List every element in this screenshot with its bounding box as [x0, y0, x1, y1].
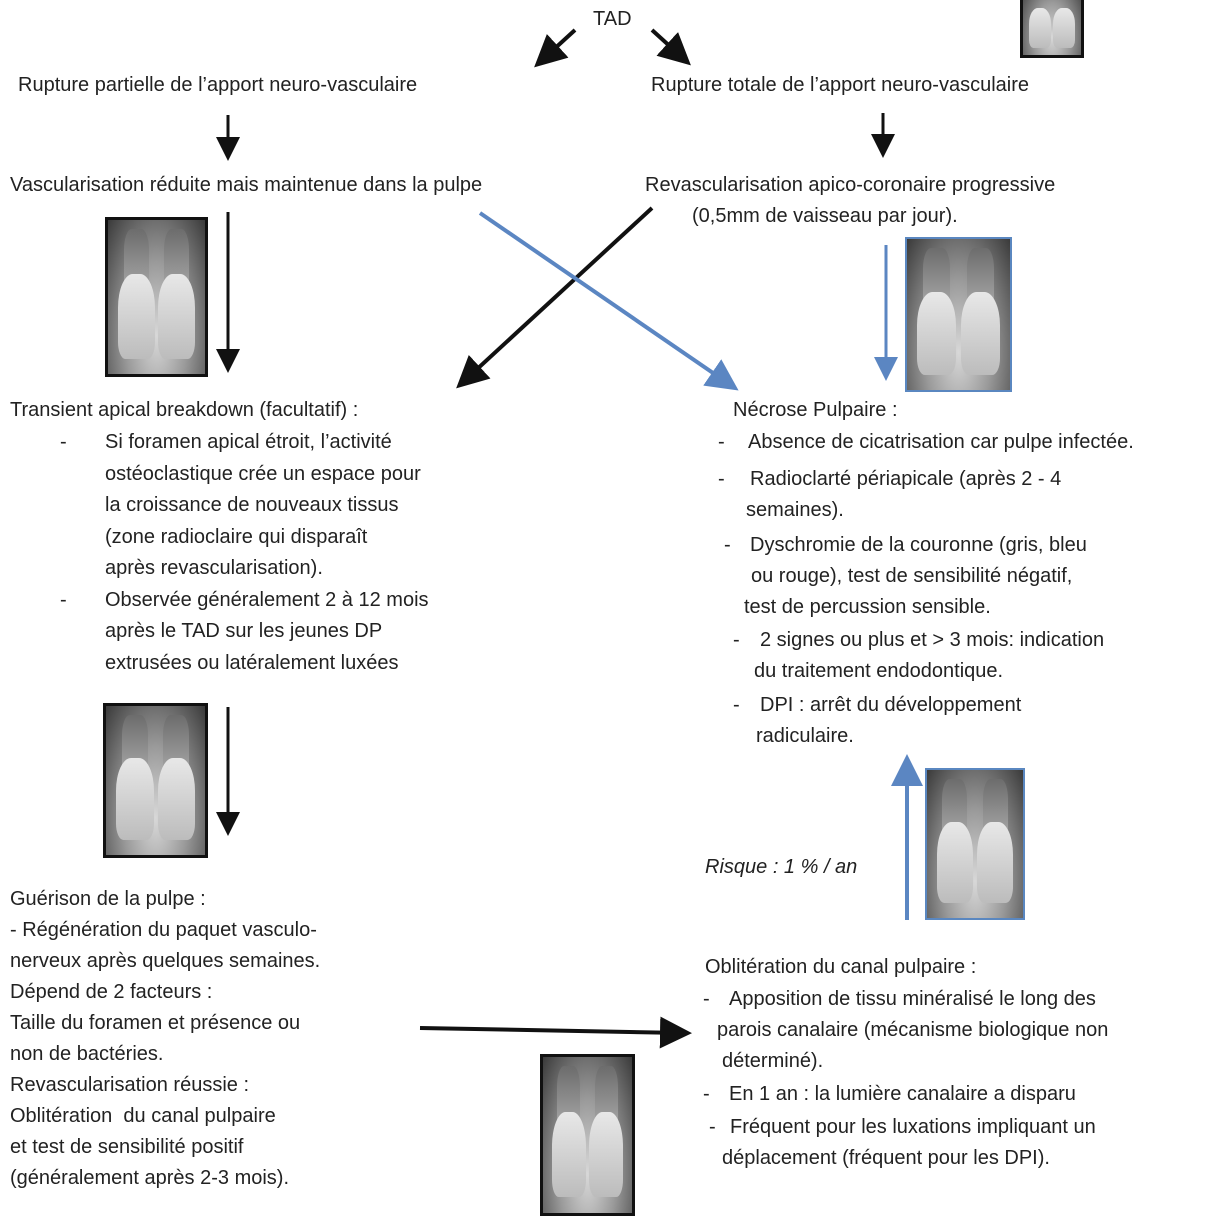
- guerison-line-8: Oblitération du canal pulpaire: [10, 1105, 276, 1127]
- necrose-dash-4: -: [733, 629, 740, 651]
- necrose-item-2-line2: semaines).: [746, 499, 844, 521]
- obliteration-item-3-line1: Fréquent pour les luxations impliquant u…: [730, 1116, 1096, 1138]
- transient-list: -Si foramen apical étroit, l’activité os…: [60, 427, 429, 679]
- guerison-line-9: et test de sensibilité positif: [10, 1136, 244, 1158]
- list-item: après le TAD sur les jeunes DP: [105, 620, 383, 642]
- necrose-item-1-line1: Absence de cicatrisation car pulpe infec…: [748, 431, 1134, 453]
- obliteration-item-1-line1: Apposition de tissu minéralisé le long d…: [729, 988, 1096, 1010]
- guerison-line-1: Guérison de la pulpe :: [10, 888, 206, 910]
- obliteration-dash-2: -: [703, 1083, 710, 1105]
- necrose-dash-1: -: [718, 431, 725, 453]
- obliteration-item-1-line3: déterminé).: [722, 1050, 824, 1072]
- list-item: extrusées ou latéralement luxées: [105, 651, 399, 674]
- necrose-dash-5: -: [733, 694, 740, 716]
- right-branch-step-line1: Revascularisation apico-coronaire progre…: [645, 174, 1056, 196]
- left-branch-step: Vascularisation réduite mais maintenue d…: [10, 174, 483, 196]
- obliteration-title: Oblitération du canal pulpaire :: [705, 956, 977, 978]
- obliteration-item-3-line2: déplacement (fréquent pour les DPI).: [722, 1147, 1050, 1169]
- xray-partial: [105, 217, 208, 377]
- arrow-cross-to-necrose: [478, 211, 739, 391]
- guerison-line-10: (généralement après 2-3 mois).: [10, 1167, 290, 1189]
- guerison-line-2: - Régénération du paquet vasculo-: [10, 919, 317, 941]
- list-item: -Si foramen apical étroit, l’activité: [60, 431, 392, 453]
- xray-total: [905, 237, 1012, 392]
- xray-necrose: [925, 768, 1025, 920]
- guerison-line-4: Dépend de 2 facteurs :: [10, 981, 213, 1003]
- arrow-tad-right: [650, 28, 691, 66]
- list-item: la croissance de nouveaux tissus: [105, 494, 399, 516]
- guerison-line-5: Taille du foramen et présence ou: [10, 1012, 301, 1034]
- xray-top-right: [1020, 0, 1084, 58]
- guerison-line-6: non de bactéries.: [10, 1043, 164, 1065]
- arrow-cross-to-transient: [456, 206, 654, 389]
- list-item: après revascularisation).: [105, 557, 323, 579]
- guerison-line-3: nerveux après quelques semaines.: [10, 950, 321, 972]
- necrose-item-3-line3: test de percussion sensible.: [744, 596, 991, 618]
- guerison-line-7: Revascularisation réussie :: [10, 1074, 249, 1096]
- necrose-title: Nécrose Pulpaire :: [733, 399, 898, 421]
- left-branch-title: Rupture partielle de l’apport neuro-vasc…: [18, 74, 418, 96]
- necrose-item-5-line1: DPI : arrêt du développement: [760, 694, 1022, 716]
- necrose-item-3-line2: ou rouge), test de sensibilité négatif,: [751, 565, 1073, 587]
- necrose-item-3-line1: Dyschromie de la couronne (gris, bleu: [750, 534, 1087, 556]
- necrose-dash-3: -: [724, 534, 731, 556]
- necrose-dash-2: -: [718, 468, 725, 490]
- list-item: (zone radioclaire qui disparaît: [105, 525, 368, 548]
- obliteration-dash-1: -: [703, 988, 710, 1010]
- xray-guerison: [540, 1054, 635, 1216]
- transient-title: Transient apical breakdown (facultatif) …: [10, 399, 359, 421]
- right-branch-title: Rupture totale de l’apport neuro-vascula…: [651, 74, 1029, 96]
- necrose-item-2-line1: Radioclarté périapicale (après 2 - 4: [750, 468, 1062, 490]
- arrow-guerison-to-obliteration: [419, 1016, 692, 1049]
- right-branch-step-line2: (0,5mm de vaisseau par jour).: [692, 205, 958, 227]
- necrose-item-4-line2: du traitement endodontique.: [754, 660, 1004, 682]
- root-node-tad: TAD: [593, 8, 632, 30]
- arrow-tad-left: [534, 28, 577, 68]
- list-item: -Observée généralement 2 à 12 mois: [60, 588, 429, 611]
- necrose-item-5-line2: radiculaire.: [756, 725, 854, 747]
- obliteration-item-2-line1: En 1 an : la lumière canalaire a disparu: [729, 1083, 1076, 1105]
- obliteration-dash-3: -: [709, 1116, 716, 1138]
- list-item: ostéoclastique crée un espace pour: [105, 462, 421, 485]
- obliteration-item-1-line2: parois canalaire (mécanisme biologique n…: [717, 1019, 1109, 1041]
- necrose-item-4-line1: 2 signes ou plus et > 3 mois: indication: [760, 629, 1105, 651]
- xray-transient: [103, 703, 208, 858]
- risk-label: Risque : 1 % / an: [705, 856, 858, 878]
